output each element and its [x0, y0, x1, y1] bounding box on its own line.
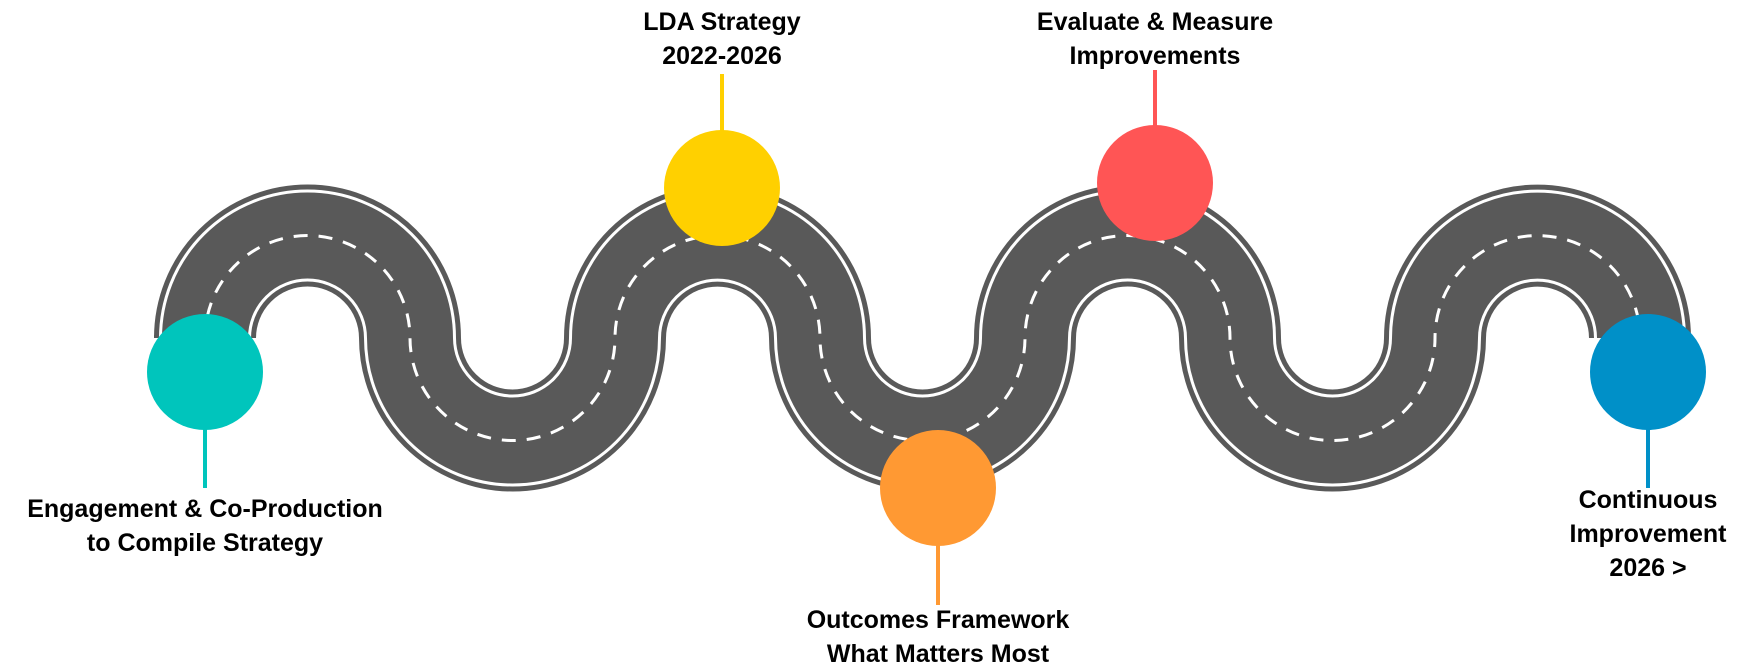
milestone-engagement [147, 314, 263, 488]
milestone-label-strategy: LDA Strategy 2022-2026 [643, 5, 800, 73]
label-line: Engagement & Co-Production [27, 495, 383, 523]
milestone-label-outcomes: Outcomes Framework What Matters Most [807, 603, 1070, 671]
label-line: LDA Strategy [643, 8, 801, 36]
label-line: to Compile Strategy [86, 529, 324, 557]
label-line: 2026 > [1609, 554, 1687, 582]
milestone-label-continuous: Continuous Improvement 2026 > [1570, 483, 1727, 585]
label-line: Continuous [1578, 486, 1718, 514]
label-line: Evaluate & Measure [1036, 8, 1274, 36]
milestone-label-engagement: Engagement & Co-Production to Compile St… [27, 492, 383, 560]
milestone-marker [1590, 314, 1706, 430]
label-line: 2022-2026 [662, 42, 782, 70]
milestone-evaluate [1097, 70, 1213, 241]
milestone-marker [880, 430, 996, 546]
milestone-continuous [1590, 314, 1706, 488]
milestone-marker [147, 314, 263, 430]
milestone-outcomes [880, 430, 996, 605]
road [154, 184, 1691, 492]
label-line: What Matters Most [826, 640, 1050, 668]
road-asphalt [162, 192, 1683, 484]
milestone-label-evaluate: Evaluate & Measure Improvements [1037, 5, 1273, 73]
label-line: Outcomes Framework [806, 606, 1070, 634]
milestone-strategy [664, 74, 780, 246]
milestone-marker [1097, 125, 1213, 241]
label-line: Improvement [1569, 520, 1727, 548]
milestone-marker [664, 130, 780, 246]
label-line: Improvements [1069, 42, 1241, 70]
